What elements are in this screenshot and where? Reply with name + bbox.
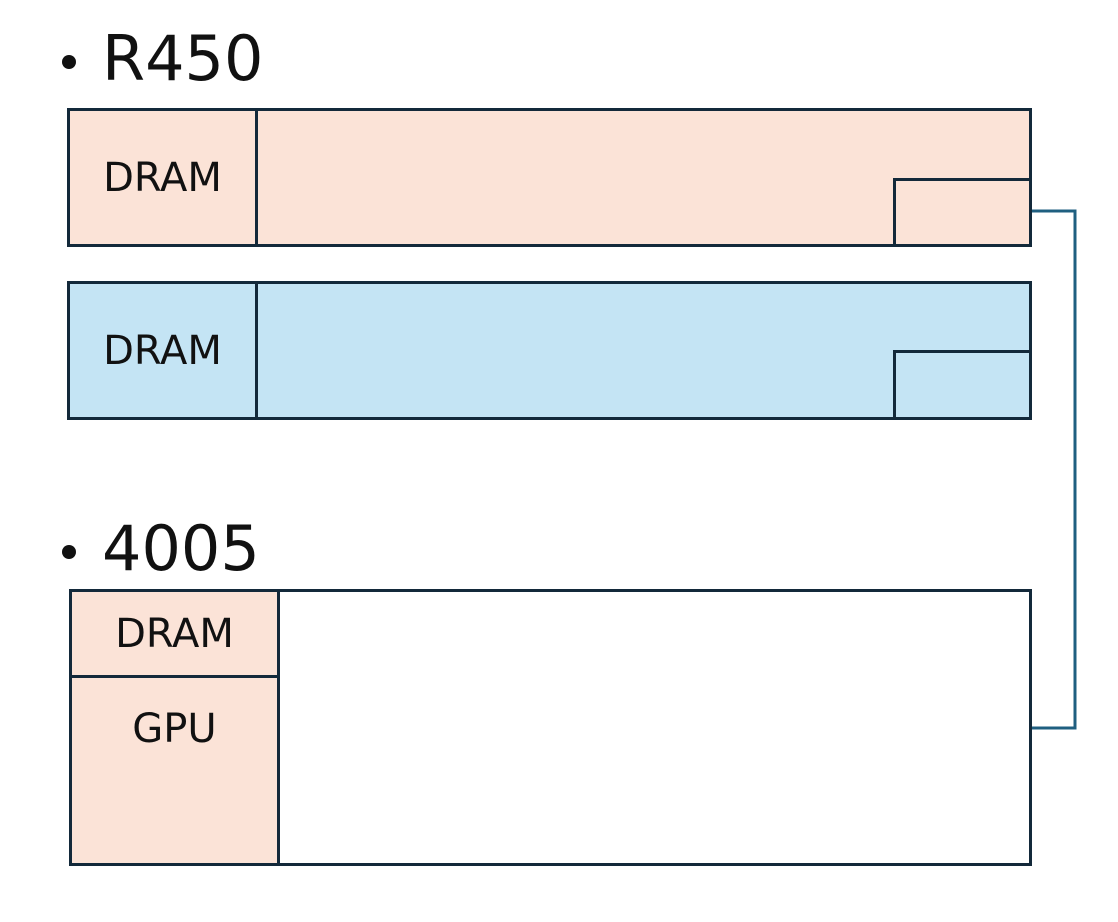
dram-label: DRAM — [103, 327, 222, 374]
section-title: 4005 — [102, 512, 260, 585]
port-block — [893, 178, 1029, 244]
dram-label: DRAM — [103, 154, 222, 201]
gpu-label: GPU — [132, 706, 217, 752]
dram-block: DRAM — [70, 111, 258, 244]
section-title: R450 — [102, 22, 264, 95]
r450-server-2: DRAM — [67, 281, 1032, 420]
connector-path — [1032, 209, 1077, 730]
dram-block: DRAM — [72, 592, 280, 678]
dram-block: DRAM — [70, 284, 258, 417]
bullet-icon — [62, 55, 76, 69]
unit-4005: DRAM GPU — [69, 589, 1032, 866]
dram-label: DRAM — [115, 610, 234, 657]
section-heading-r450: R450 — [62, 28, 263, 90]
bullet-icon — [62, 545, 76, 559]
port-block — [893, 350, 1029, 417]
gpu-block: GPU — [72, 678, 280, 863]
section-heading-4005: 4005 — [62, 518, 260, 580]
r450-server-1: DRAM — [67, 108, 1032, 247]
